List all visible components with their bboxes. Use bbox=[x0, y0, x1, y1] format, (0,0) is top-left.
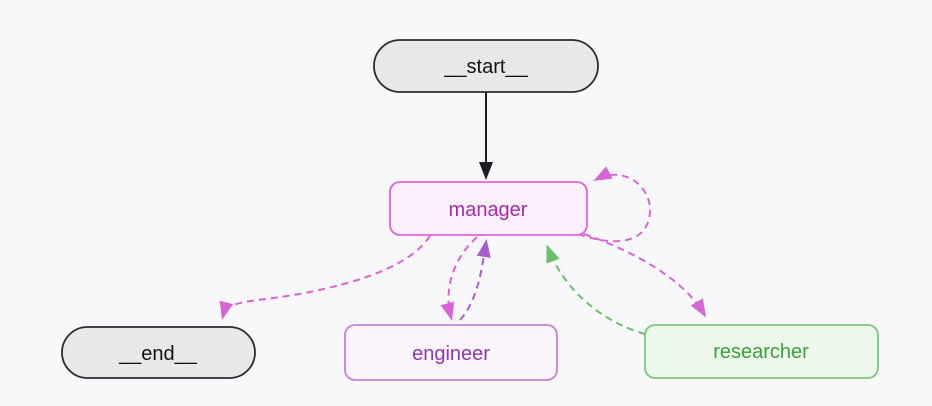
edge-manager-to-engineer bbox=[440, 236, 478, 321]
edge-manager-self-loop bbox=[577, 166, 652, 243]
node-engineer-label: engineer bbox=[412, 343, 490, 365]
edge-engineer-to-manager bbox=[459, 239, 491, 321]
node-start-shape bbox=[373, 39, 599, 93]
node-engineer: engineer bbox=[344, 324, 558, 381]
edge-manager-to-researcher bbox=[583, 233, 707, 318]
node-engineer-shape bbox=[344, 324, 558, 381]
node-end: __end__ bbox=[61, 326, 256, 379]
edge-manager-to-end bbox=[219, 235, 431, 320]
node-researcher: researcher bbox=[644, 324, 879, 379]
node-start-label: __start__ bbox=[443, 56, 528, 78]
node-manager-shape bbox=[389, 181, 588, 236]
edge-researcher-to-manager bbox=[546, 244, 646, 335]
node-end-label: __end__ bbox=[118, 343, 198, 365]
node-manager-label: manager bbox=[449, 199, 528, 221]
node-manager: manager bbox=[389, 181, 588, 236]
node-end-shape bbox=[61, 326, 256, 379]
node-researcher-label: researcher bbox=[713, 341, 809, 363]
node-researcher-shape bbox=[644, 324, 879, 379]
node-start: __start__ bbox=[373, 39, 599, 93]
